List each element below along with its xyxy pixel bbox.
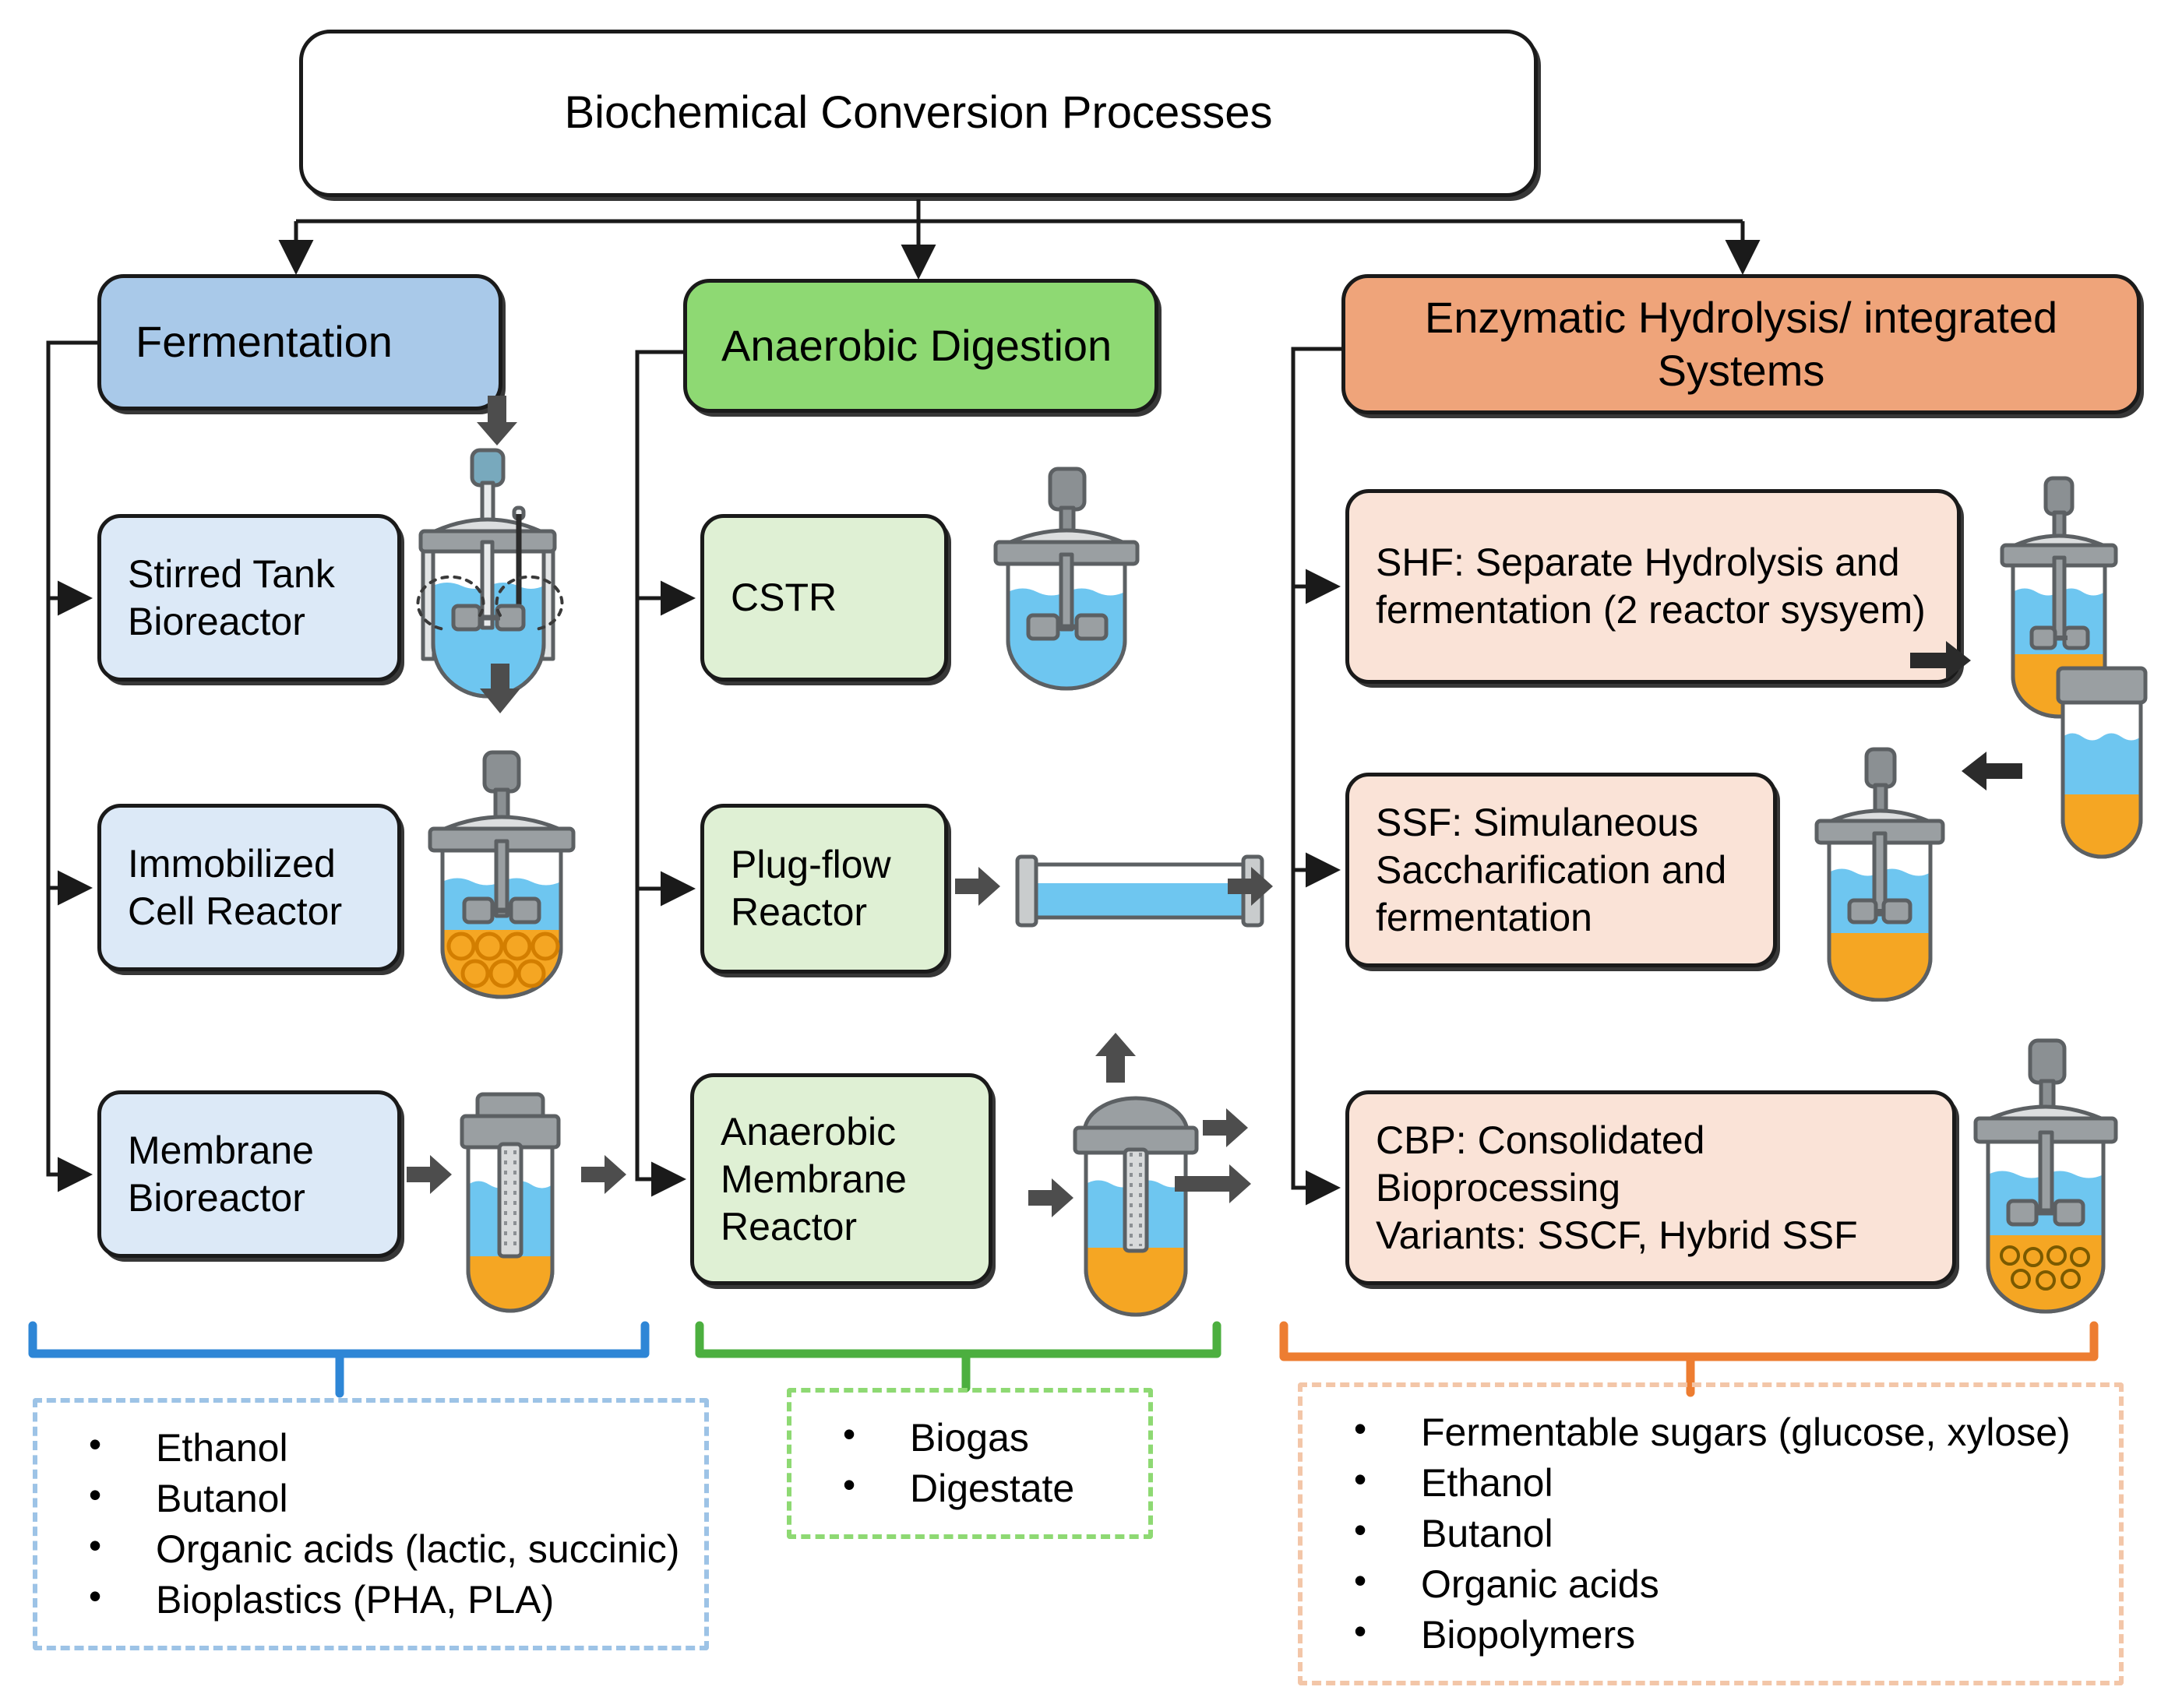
category-label-fermentation: Fermentation <box>136 317 393 367</box>
list-item: Organic acids <box>1354 1558 2119 1610</box>
products-list-fermentation: Ethanol Butanol Organic acids (lactic, s… <box>37 1421 704 1625</box>
node-label-cstr: CSTR <box>731 576 837 619</box>
list-item: Butanol <box>1354 1507 2119 1559</box>
node-label-membrane-bioreactor: Membrane Bioreactor <box>128 1128 314 1220</box>
list-item: Biopolymers <box>1354 1608 2119 1660</box>
shf-return-arrow-icon <box>1962 752 2022 791</box>
anaerobic-membrane-inlet-arrow-icon <box>1028 1178 1073 1217</box>
products-list-anaerobic-digestion: Biogas Digestate <box>791 1411 1148 1514</box>
list-item: Biogas <box>843 1411 1148 1463</box>
list-item: Ethanol <box>89 1421 704 1474</box>
node-plug-flow-reactor[interactable]: Plug-flow Reactor <box>700 804 948 974</box>
node-label-stirred-tank-bioreactor: Stirred Tank Bioreactor <box>128 551 335 643</box>
node-cstr[interactable]: CSTR <box>700 514 948 681</box>
category-node-anaerobic-digestion[interactable]: Anaerobic Digestion <box>683 279 1158 413</box>
category-label-enzymatic-hydrolysis: Enzymatic Hydrolysis/ integrated Systems <box>1424 292 2058 395</box>
membrane-bioreactor-inlet-arrow-icon <box>407 1155 452 1194</box>
anaerobic-membrane-reactor-icon <box>1073 1096 1199 1317</box>
node-immobilized-cell-reactor[interactable]: Immobilized Cell Reactor <box>97 804 401 971</box>
node-label-immobilized-cell-reactor: Immobilized Cell Reactor <box>128 841 343 933</box>
list-item: Butanol <box>89 1472 704 1524</box>
ssf-reactor-icon <box>1814 747 1945 1002</box>
node-membrane-bioreactor[interactable]: Membrane Bioreactor <box>97 1090 401 1258</box>
stirred-tank-inlet-arrow-icon <box>477 396 517 445</box>
list-item: Ethanol <box>1354 1456 2119 1509</box>
immobilized-cell-reactor-icon <box>428 750 576 999</box>
anaerobic-membrane-gas-arrow-icon <box>1095 1033 1136 1083</box>
node-cbp[interactable]: CBP: Consolidated Bioprocessing Variants… <box>1345 1090 1956 1285</box>
category-node-fermentation[interactable]: Fermentation <box>97 274 502 410</box>
products-list-enzymatic-hydrolysis: Fermentable sugars (glucose, xylose) Eth… <box>1303 1406 2119 1660</box>
shf-second-reactor-icon <box>2056 666 2148 859</box>
node-label-plug-flow-reactor: Plug-flow Reactor <box>731 843 891 934</box>
plug-flow-inlet-arrow-icon <box>955 867 1000 906</box>
list-item: Organic acids (lactic, succinic) <box>89 1523 704 1575</box>
list-item: Fermentable sugars (glucose, xylose) <box>1354 1406 2119 1458</box>
category-node-enzymatic-hydrolysis[interactable]: Enzymatic Hydrolysis/ integrated Systems <box>1341 274 2141 414</box>
node-label-ssf: SSF: Simulaneous Saccharification and fe… <box>1376 800 1727 939</box>
plug-flow-outlet-arrow-icon <box>1228 867 1273 906</box>
products-fermentation: Ethanol Butanol Organic acids (lactic, s… <box>33 1398 709 1650</box>
list-item: Bioplastics (PHA, PLA) <box>89 1573 704 1625</box>
products-anaerobic-digestion: Biogas Digestate <box>787 1388 1153 1539</box>
plug-flow-tube-icon <box>1015 854 1264 928</box>
category-label-anaerobic-digestion: Anaerobic Digestion <box>721 320 1112 370</box>
products-enzymatic-hydrolysis: Fermentable sugars (glucose, xylose) Eth… <box>1298 1382 2124 1685</box>
node-label-shf: SHF: Separate Hydrolysis and fermentatio… <box>1376 541 1926 632</box>
anaerobic-membrane-effluent-arrow-icon <box>1175 1164 1251 1203</box>
node-anaerobic-membrane-reactor[interactable]: Anaerobic Membrane Reactor <box>690 1073 992 1285</box>
root-node-biochemical-conversion-processes[interactable]: Biochemical Conversion Processes <box>299 30 1538 197</box>
root-node-label: Biochemical Conversion Processes <box>564 87 1273 139</box>
node-shf[interactable]: SHF: Separate Hydrolysis and fermentatio… <box>1345 489 1961 684</box>
list-item: Digestate <box>843 1462 1148 1514</box>
cstr-reactor-icon <box>993 467 1140 691</box>
cbp-reactor-icon <box>1973 1038 2118 1314</box>
node-ssf[interactable]: SSF: Simulaneous Saccharification and fe… <box>1345 773 1777 967</box>
node-stirred-tank-bioreactor[interactable]: Stirred Tank Bioreactor <box>97 514 401 681</box>
membrane-bioreactor-outlet-arrow-icon <box>581 1155 626 1194</box>
node-label-anaerobic-membrane-reactor: Anaerobic Membrane Reactor <box>721 1109 907 1248</box>
node-label-cbp: CBP: Consolidated Bioprocessing Variants… <box>1376 1118 1858 1257</box>
anaerobic-membrane-permeate-arrow-icon <box>1203 1108 1248 1147</box>
shf-forward-arrow-icon <box>1910 641 1971 680</box>
stirred-tank-reactor-icon <box>416 448 564 713</box>
membrane-bioreactor-icon <box>460 1092 561 1313</box>
